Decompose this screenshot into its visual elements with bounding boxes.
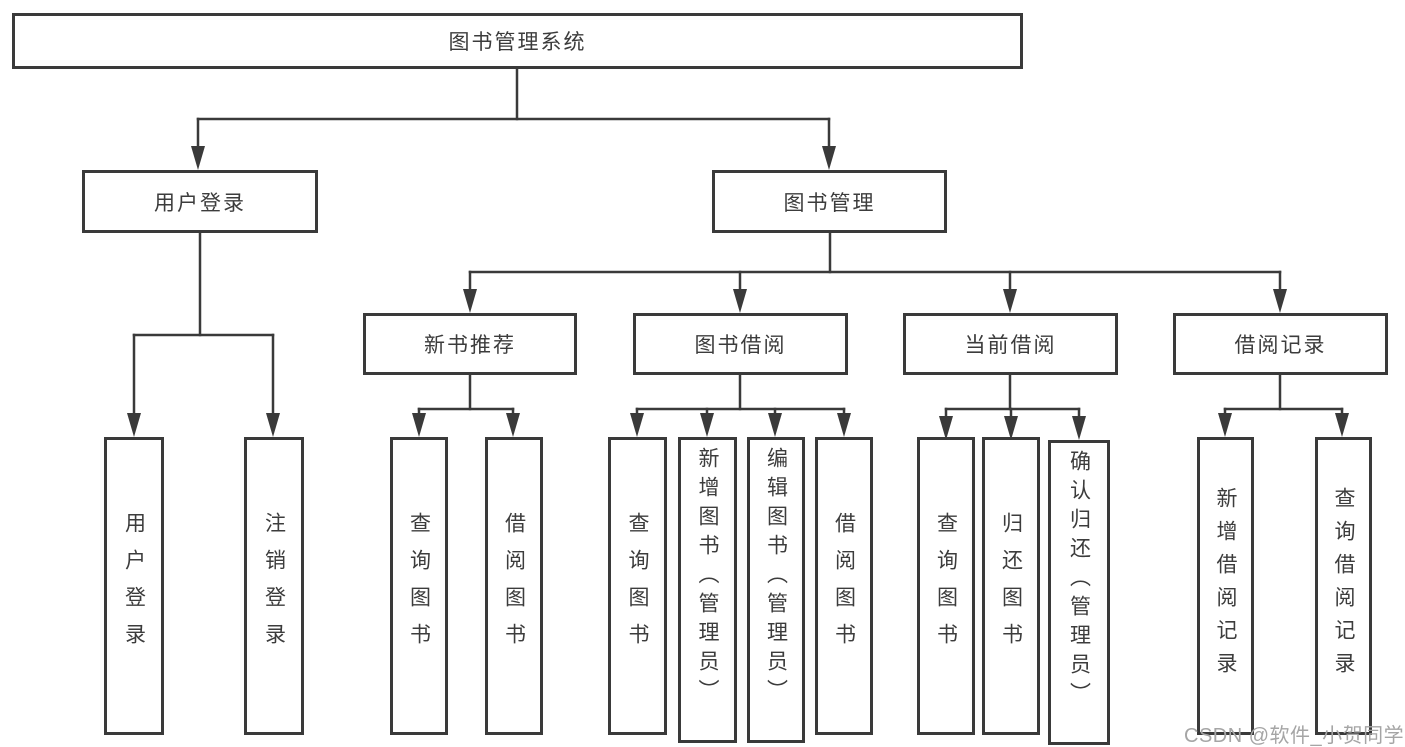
node-user-login: 用户登录 <box>82 170 318 233</box>
node-library-system-label: 图书管理系统 <box>448 31 587 54</box>
leaf-query-borrow-record-label: 查询借阅记录 <box>1332 487 1355 685</box>
node-current-borrowing: 当前借阅 <box>903 313 1118 375</box>
csdn-watermark: CSDN @软件_小贺同学 <box>1184 725 1405 747</box>
leaf-query-book-current: 查询图书 <box>917 437 975 735</box>
node-library-system: 图书管理系统 <box>12 13 1023 69</box>
leaf-add-book-admin: 新增图书（管理员） <box>678 437 737 743</box>
leaf-borrow-book-recommend-label: 借阅图书 <box>502 512 526 660</box>
leaf-logout-label: 注销登录 <box>262 512 286 660</box>
leaf-confirm-return-admin: 确认归还（管理员） <box>1048 440 1110 745</box>
leaf-query-book-borrow: 查询图书 <box>608 437 667 735</box>
leaf-query-borrow-record: 查询借阅记录 <box>1315 437 1372 735</box>
node-book-management-label: 图书管理 <box>783 191 876 215</box>
leaf-query-book-recommend: 查询图书 <box>390 437 448 735</box>
node-user-login-label: 用户登录 <box>154 191 246 215</box>
leaf-user-login: 用户登录 <box>104 437 164 735</box>
leaf-user-login-label: 用户登录 <box>122 512 146 660</box>
leaf-edit-book-admin: 编辑图书（管理员） <box>747 437 805 743</box>
leaf-query-book-recommend-label: 查询图书 <box>407 512 431 660</box>
node-book-management: 图书管理 <box>712 170 947 233</box>
leaf-borrow-book: 借阅图书 <box>815 437 873 735</box>
leaf-add-borrow-record: 新增借阅记录 <box>1197 437 1254 735</box>
node-borrow-records: 借阅记录 <box>1173 313 1388 375</box>
leaf-return-book-label: 归还图书 <box>999 512 1023 660</box>
node-book-borrowing: 图书借阅 <box>633 313 848 375</box>
leaf-borrow-book-label: 借阅图书 <box>832 512 856 660</box>
leaf-query-book-current-label: 查询图书 <box>934 512 958 660</box>
node-new-book-recommend: 新书推荐 <box>363 313 577 375</box>
node-book-borrowing-label: 图书借阅 <box>694 334 787 357</box>
leaf-add-borrow-record-label: 新增借阅记录 <box>1214 487 1237 685</box>
leaf-borrow-book-recommend: 借阅图书 <box>485 437 543 735</box>
leaf-return-book: 归还图书 <box>982 437 1040 735</box>
leaf-confirm-return-admin-label: 确认归还（管理员） <box>1067 450 1091 711</box>
leaf-edit-book-admin-label: 编辑图书（管理员） <box>764 447 788 708</box>
leaf-query-book-borrow-label: 查询图书 <box>626 512 649 660</box>
node-new-book-recommend-label: 新书推荐 <box>424 334 516 357</box>
leaf-add-book-admin-label: 新增图书（管理员） <box>696 447 719 708</box>
node-borrow-records-label: 借阅记录 <box>1234 334 1327 357</box>
node-current-borrowing-label: 当前借阅 <box>964 334 1057 357</box>
leaf-logout: 注销登录 <box>244 437 304 735</box>
